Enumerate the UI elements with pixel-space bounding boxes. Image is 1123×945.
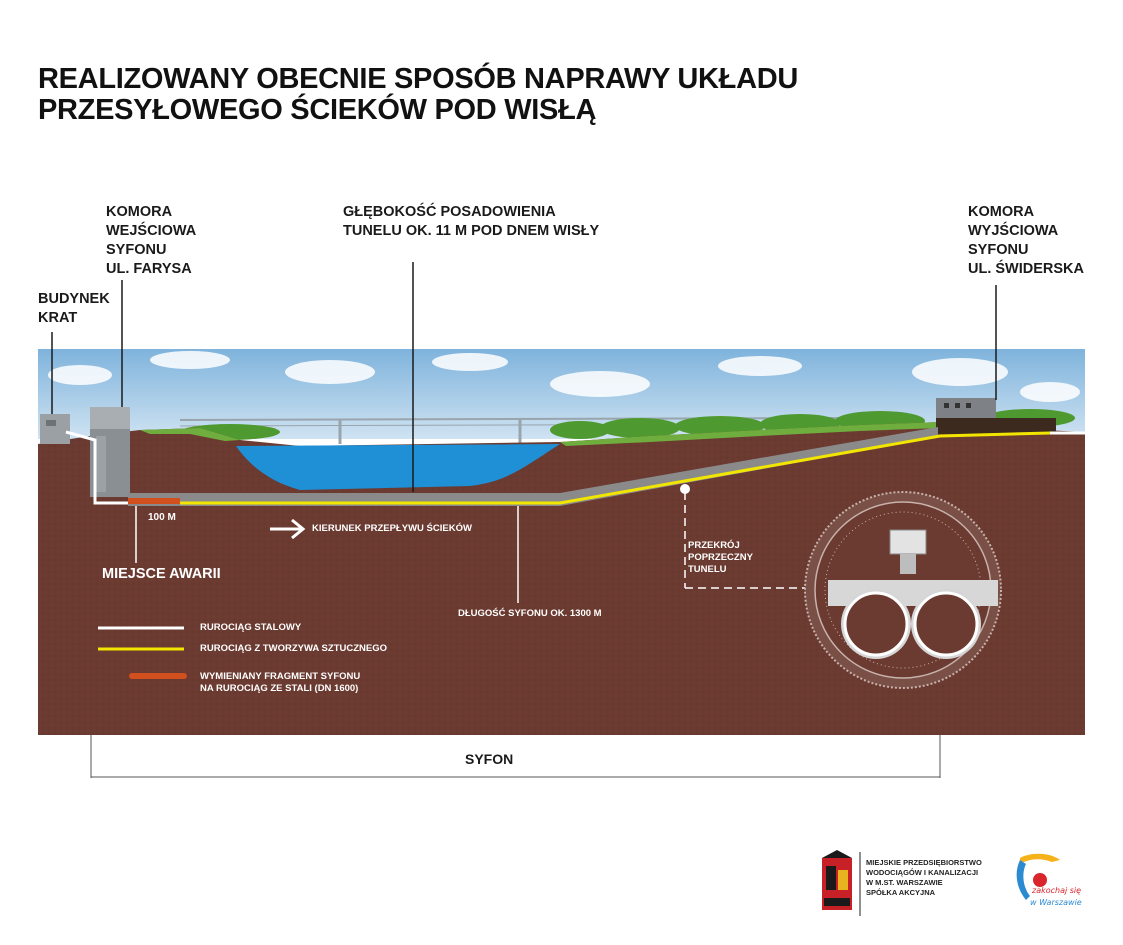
mpwik-logo	[822, 850, 860, 916]
tunnel-cross-section	[805, 492, 1001, 688]
legend-plastic-label: RUROCIĄG Z TWORZYWA SZTUCZNEGO	[200, 643, 387, 655]
label-miejsce-awarii: MIEJSCE AWARII	[102, 565, 221, 584]
mpwik-company-name: MIEJSKIE PRZEDSIĘBIORSTWO WODOCIĄGÓW I K…	[866, 858, 982, 898]
label-kierunek-przeplywu: KIERUNEK PRZEPŁYWU ŚCIEKÓW	[312, 523, 472, 535]
label-100m: 100 M	[148, 512, 176, 524]
budynek-krat-building	[40, 414, 70, 444]
label-przekroj-poprzeczny: PRZEKRÓJ POPRZECZNY TUNELU	[688, 540, 753, 576]
syfon-dimension-bracket	[91, 735, 940, 778]
legend-steel-label: RUROCIĄG STALOWY	[200, 622, 301, 634]
cross-section-marker	[680, 484, 690, 494]
label-syfon: SYFON	[465, 750, 513, 769]
label-dlugosc-syfonu: DŁUGOŚĆ SYFONU OK. 1300 M	[458, 608, 602, 620]
svg-text:w Warszawie: w Warszawie	[1030, 898, 1082, 907]
legend-replaced-label: WYMIENIANY FRAGMENT SYFONU NA RUROCIĄG Z…	[200, 671, 360, 695]
svg-text:zakochaj się: zakochaj się	[1031, 886, 1081, 895]
warsaw-brand-logo: zakochaj się w Warszawie	[1017, 854, 1082, 907]
